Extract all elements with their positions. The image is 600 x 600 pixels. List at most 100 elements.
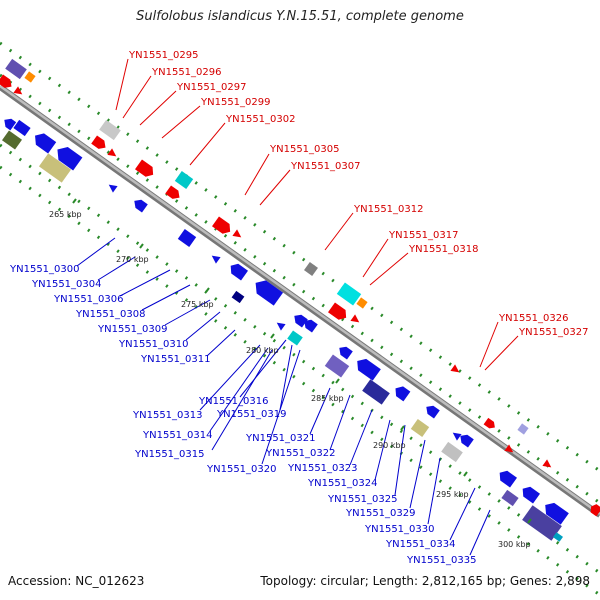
gene-label: YN1551_0299	[200, 97, 271, 108]
top-gene-labels: YN1551_0295 YN1551_0296 YN1551_0297 YN15…	[128, 50, 589, 338]
gene-label: YN1551_0317	[388, 230, 459, 241]
gene-feature	[287, 330, 303, 346]
accession-text: Accession: NC_012623	[8, 574, 145, 588]
gene-label: YN1551_0308	[75, 309, 146, 320]
gene-label: YN1551_0319	[216, 409, 287, 420]
gene-feature	[38, 153, 72, 183]
gene-label: YN1551_0300	[9, 264, 80, 275]
gene-label: YN1551_0297	[176, 82, 247, 93]
gene-feature	[504, 444, 514, 453]
gene-label: YN1551_0327	[518, 327, 589, 338]
gene-feature	[57, 147, 83, 171]
scale-labels: 265 kbp 270 kbp 275 kbp 280 kbp 285 kbp …	[49, 198, 532, 549]
gene-label: YN1551_0320	[206, 464, 277, 475]
gene-feature	[24, 71, 36, 83]
gene-feature	[294, 314, 308, 328]
gene-feature	[13, 119, 31, 137]
genome-backbone-highlight	[0, 84, 600, 516]
gene-feature	[231, 290, 245, 304]
top-leader-lines	[115, 58, 519, 371]
gene-label: YN1551_0305	[269, 144, 340, 155]
gene-feature	[2, 130, 22, 150]
gene-label: YN1551_0302	[225, 114, 296, 125]
gene-label: YN1551_0309	[97, 324, 168, 335]
gene-feature	[356, 297, 368, 309]
gene-label: YN1551_0330	[364, 524, 435, 535]
gene-feature	[483, 417, 495, 429]
gene-feature	[410, 419, 430, 437]
gene-feature	[501, 489, 519, 507]
gene-label: YN1551_0306	[53, 294, 124, 305]
gene-label: YN1551_0314	[142, 430, 213, 441]
gene-label: YN1551_0313	[132, 410, 203, 421]
gene-feature	[350, 314, 360, 323]
gene-label: YN1551_0304	[31, 279, 102, 290]
gene-label: YN1551_0323	[287, 463, 358, 474]
scale-label-265: 265 kbp	[49, 210, 82, 219]
scale-label-280: 280 kbp	[246, 346, 279, 355]
gene-feature	[339, 346, 353, 360]
gene-feature	[542, 459, 552, 468]
gene-label: YN1551_0334	[385, 539, 456, 550]
gene-feature	[212, 216, 231, 234]
gene-feature	[328, 302, 347, 320]
gene-label: YN1551_0296	[151, 67, 222, 78]
gene-feature	[276, 322, 286, 331]
reverse-strand-genes	[2, 118, 600, 542]
gene-feature	[211, 255, 221, 264]
gene-feature	[5, 58, 27, 80]
gene-feature	[108, 184, 118, 193]
gene-feature	[165, 185, 180, 199]
gene-feature	[517, 423, 529, 435]
gene-label: YN1551_0318	[408, 244, 479, 255]
gene-label: YN1551_0311	[140, 354, 211, 365]
gene-label: YN1551_0322	[265, 448, 336, 459]
gene-label: YN1551_0295	[128, 50, 199, 61]
gene-label: YN1551_0312	[353, 204, 424, 215]
gene-feature	[553, 532, 563, 542]
gene-label: YN1551_0321	[245, 433, 316, 444]
gene-feature	[304, 319, 318, 333]
scale-label-285: 285 kbp	[311, 394, 344, 403]
gene-feature	[232, 229, 242, 238]
gene-feature	[91, 135, 106, 149]
gene-label: YN1551_0324	[307, 478, 378, 489]
gene-feature	[336, 282, 362, 306]
gene-feature	[177, 229, 197, 247]
gene-label: YN1551_0326	[498, 313, 569, 324]
scale-label-290: 290 kbp	[373, 441, 406, 450]
gene-feature	[0, 74, 12, 88]
gene-label: YN1551_0325	[327, 494, 398, 505]
gene-feature	[304, 262, 318, 276]
gene-feature	[460, 434, 474, 448]
gene-label: YN1551_0315	[134, 449, 205, 460]
bottom-gene-labels: YN1551_0300 YN1551_0304 YN1551_0306 YN15…	[9, 264, 477, 566]
gene-feature	[395, 386, 411, 402]
bottom-leader-lines	[76, 237, 491, 556]
gene-feature	[35, 133, 57, 154]
gene-feature	[452, 432, 462, 441]
gene-feature	[590, 504, 600, 517]
scale-label-270: 270 kbp	[116, 255, 149, 264]
gene-label: YN1551_0329	[345, 508, 416, 519]
gene-feature	[426, 405, 440, 419]
gene-label: YN1551_0307	[290, 161, 361, 172]
gene-feature	[230, 263, 248, 281]
gene-feature	[545, 502, 569, 525]
gene-feature	[522, 486, 540, 504]
gene-feature	[107, 148, 117, 157]
gene-feature	[362, 379, 390, 405]
gene-feature	[441, 441, 463, 463]
forward-strand-genes	[0, 58, 552, 468]
gene-feature	[135, 159, 154, 177]
gene-feature	[450, 364, 460, 373]
scale-label-300: 300 kbp	[498, 540, 531, 549]
scale-label-295: 295 kbp	[436, 490, 469, 499]
topology-text: Topology: circular; Length: 2,812,165 bp…	[260, 574, 590, 588]
gene-feature	[4, 118, 17, 131]
map-title: Sulfolobus islandicus Y.N.15.51, complet…	[136, 9, 464, 24]
gene-feature	[499, 470, 517, 488]
gene-feature	[255, 280, 284, 306]
gene-label: YN1551_0316	[198, 396, 269, 407]
